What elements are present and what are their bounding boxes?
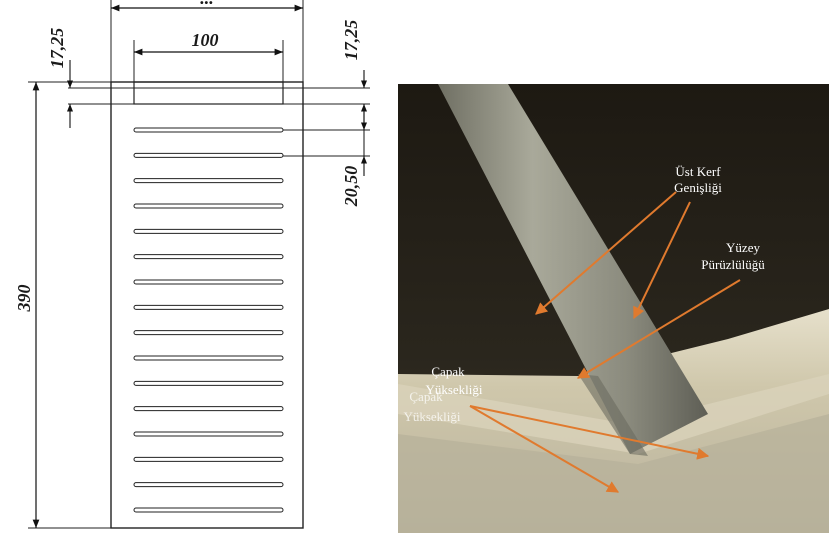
slot	[133, 355, 284, 361]
cut-surface-photo: Üst Kerf Genişliği Yüzey Pürüzlülüğü Çap…	[398, 84, 829, 533]
slot	[133, 330, 284, 336]
label-burr-ghost-line1: Çapak	[409, 389, 443, 404]
slot	[133, 456, 284, 462]
arrow-surface	[576, 279, 741, 379]
label-surface-line1: Yüzey	[726, 240, 760, 255]
left-offset-label: 17,25	[47, 28, 67, 69]
slot	[133, 127, 284, 133]
slot	[133, 152, 284, 158]
height-label: 390	[14, 285, 34, 313]
slot	[133, 279, 284, 285]
slot	[133, 507, 284, 513]
slot	[133, 380, 284, 386]
slot	[133, 228, 284, 234]
right-offset-label: 17,25	[341, 20, 361, 61]
label-top-kerf-line2: Genişliği	[674, 180, 722, 195]
arrow-kerf-right	[633, 201, 691, 320]
slot-group	[133, 127, 284, 513]
slot	[133, 178, 284, 184]
label-burr-line1: Çapak	[431, 364, 465, 379]
label-burr-line2: Yüksekliği	[425, 382, 482, 397]
slot	[133, 203, 284, 209]
slot	[133, 431, 284, 437]
slot	[133, 254, 284, 260]
slot	[133, 304, 284, 310]
top-slot-box	[133, 81, 284, 105]
kerf-cut	[438, 84, 708, 454]
slot	[133, 406, 284, 412]
arrow-burr-2	[469, 405, 620, 493]
label-top-kerf-line1: Üst Kerf	[675, 164, 721, 179]
slot-width-label: 100	[192, 30, 219, 50]
overall-width-label: ...	[200, 0, 214, 8]
technical-drawing: ... 100 17,25 17,25 20,50 390	[14, 0, 370, 529]
label-burr-ghost-line2: Yüksekliği	[403, 409, 460, 424]
label-surface-line2: Pürüzlülüğü	[701, 257, 765, 272]
arrow-kerf-left	[535, 191, 677, 315]
slot-pitch-label: 20,50	[341, 166, 361, 208]
slot	[133, 482, 284, 488]
arrow-burr-1	[469, 405, 710, 460]
